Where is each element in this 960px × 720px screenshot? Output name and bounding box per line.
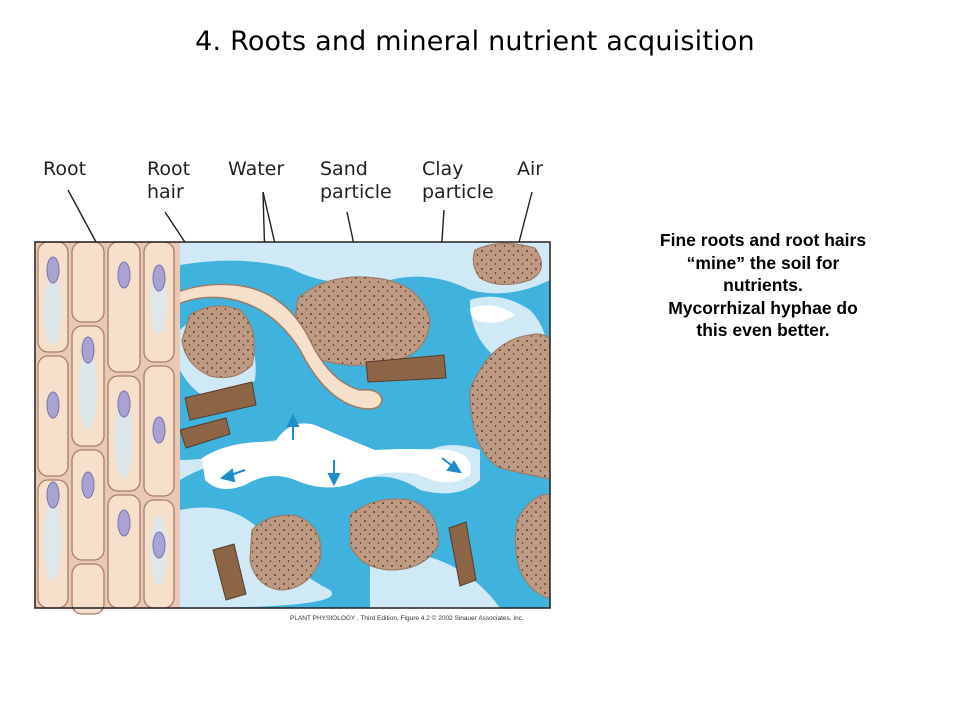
caption-line: “mine” the soil for [686,252,840,273]
slide-title: 4. Roots and mineral nutrient acquisitio… [195,26,755,57]
label-sand-line2: particle [320,181,392,203]
label-root-hair-line2: hair [147,181,184,203]
sand-particles [181,243,550,600]
caption-text: Fine roots and root hairs “mine” the soi… [596,229,930,342]
label-clay-line1: Clay [422,158,464,180]
caption-line: this even better. [696,320,830,340]
label-clay-line2: particle [422,181,494,203]
flow-arrows [219,413,462,487]
air-pocket [202,423,471,489]
label-water: Water [228,158,285,180]
soil-box [35,242,550,608]
soil-diagram: Root Root hair Water Sand particle Clay … [30,150,560,635]
caption-line: nutrients. [723,275,803,295]
air-pocket [470,305,515,323]
soil-diagram-art [34,189,551,615]
caption-line: Fine roots and root hairs [659,230,867,250]
label-air: Air [517,158,544,180]
water-film-light [180,242,550,294]
label-root-hair-line1: Root [147,158,191,180]
label-root: Root [43,158,87,180]
caption-line: Mycorrhizal hyphae do [668,297,858,318]
clay-particles [179,354,477,601]
root-cells [35,241,180,615]
root-hair [169,283,383,410]
label-sand-line1: Sand [320,158,368,180]
figure-credit: PLANT PHYSIOLOGY , Third Edition, Figure… [290,615,524,622]
